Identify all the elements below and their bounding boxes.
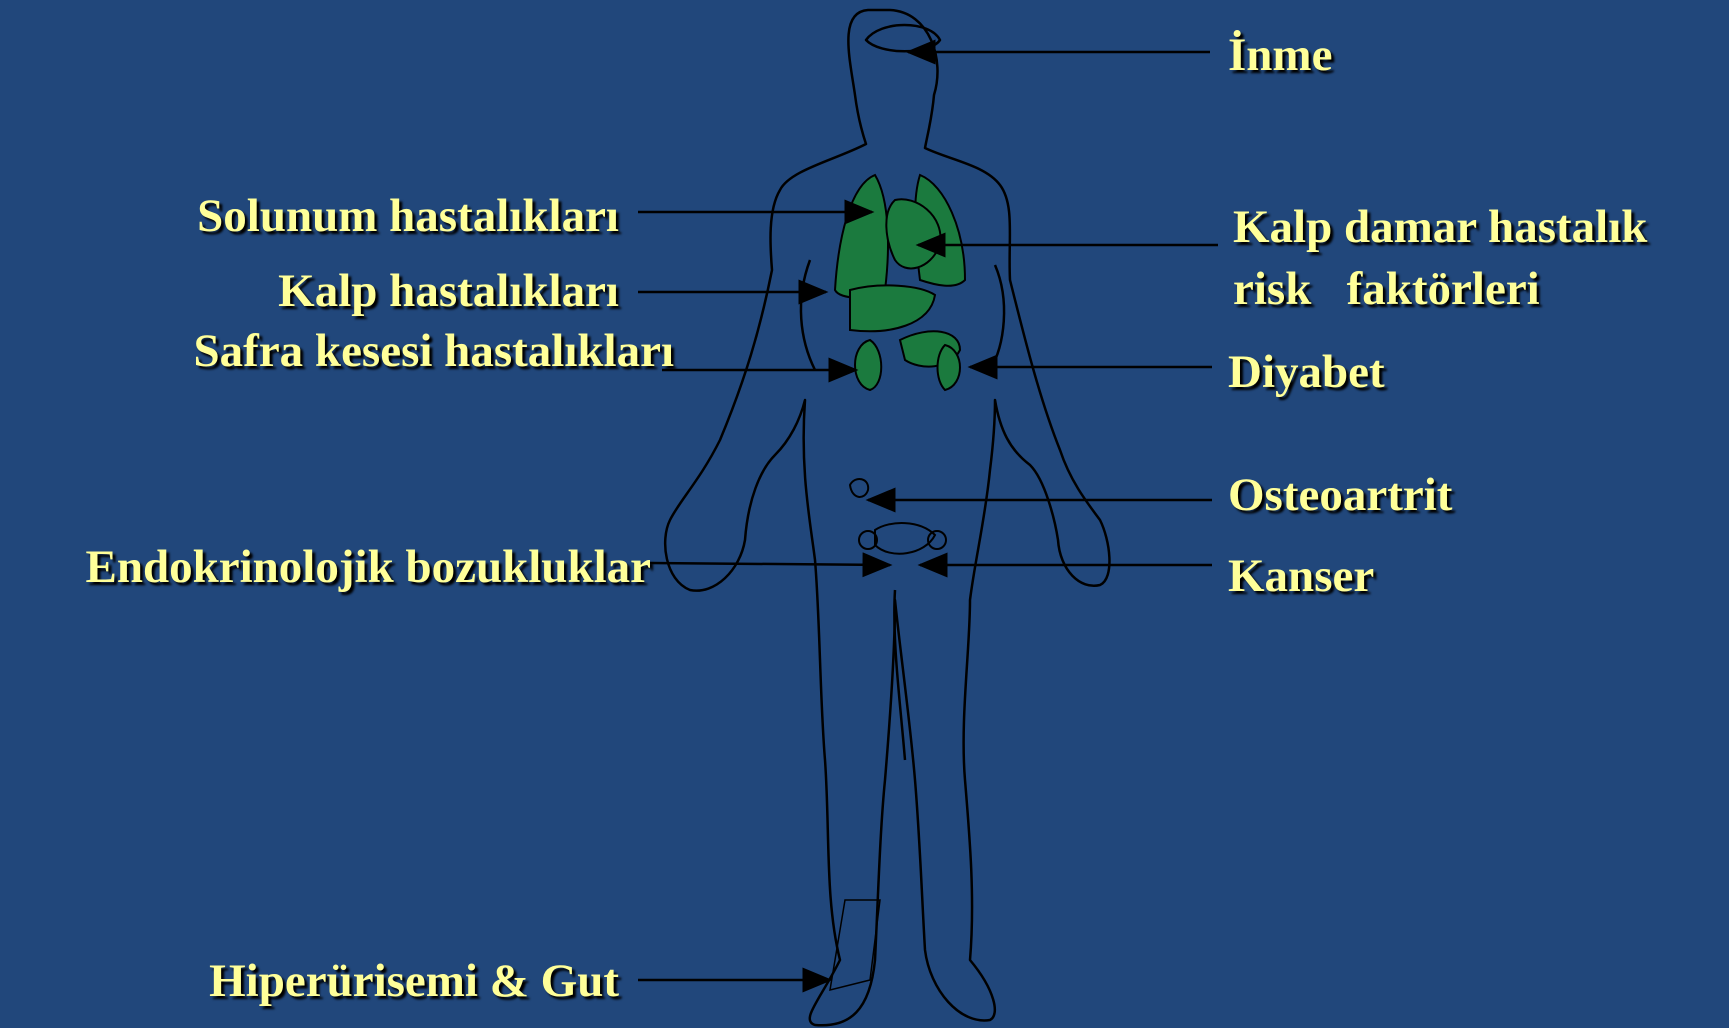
label-heart: Kalp hastalıkları xyxy=(278,268,619,315)
liver xyxy=(850,285,935,331)
uterus xyxy=(875,523,935,554)
label-respiratory: Solunum hastalıkları xyxy=(197,193,619,240)
label-osteoarthritis: Osteoartrit xyxy=(1228,472,1452,519)
label-diabetes: Diyabet xyxy=(1228,349,1385,396)
label-cardio-risk-line2: risk faktörleri xyxy=(1233,266,1540,313)
left-kidney xyxy=(855,340,881,390)
left-lung xyxy=(835,175,888,298)
label-gallbladder: Safra kesesi hastalıkları xyxy=(194,328,674,375)
arrow-endocrine xyxy=(650,563,890,565)
label-cardio-risk-line1: Kalp damar hastalık xyxy=(1233,204,1647,251)
label-cancer: Kanser xyxy=(1228,553,1374,600)
label-gout: Hiperürisemi & Gut xyxy=(209,958,619,1005)
label-endocrine: Endokrinolojik bozukluklar xyxy=(85,544,651,591)
body-outline xyxy=(665,10,1109,1025)
organs xyxy=(830,175,965,990)
knee-joint xyxy=(850,479,868,497)
label-stroke: İnme xyxy=(1228,32,1332,79)
